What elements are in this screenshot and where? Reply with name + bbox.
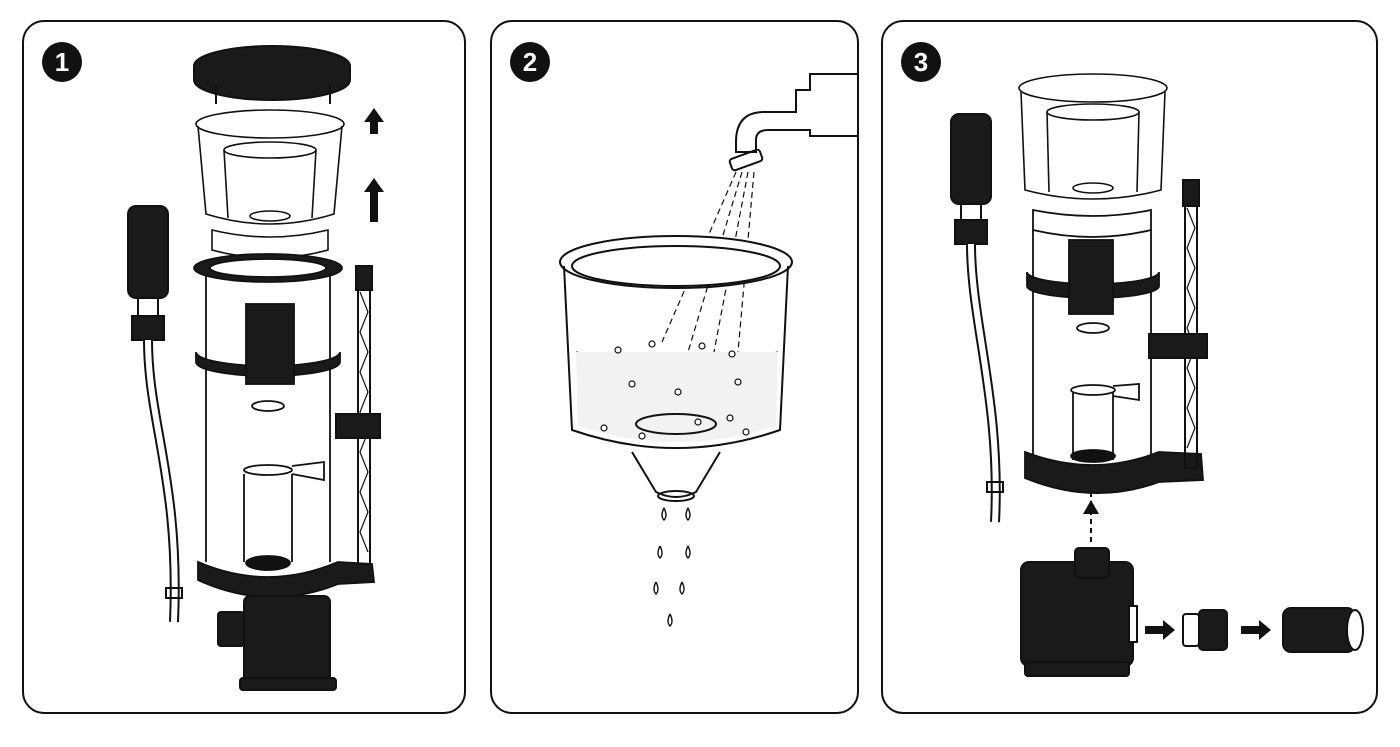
fitting-arrow-icon	[1145, 620, 1271, 640]
reaction-chamber-icon	[1024, 208, 1204, 494]
lift-arrow-icon	[364, 108, 384, 222]
pump-icon	[217, 595, 337, 691]
step-1-badge: 1	[42, 42, 82, 82]
rinsing-collection-cup-illustration	[559, 73, 857, 627]
pipe-fitting-icon	[1182, 609, 1228, 651]
faucet-icon	[728, 73, 857, 172]
insert-arrow-icon	[1083, 492, 1099, 542]
step-3-badge: 3	[901, 42, 941, 82]
reassembled-skimmer-illustration	[950, 73, 1364, 677]
step-2-badge: 2	[510, 42, 550, 82]
injector-pipe-icon	[1148, 179, 1208, 469]
lid-icon	[193, 45, 351, 104]
pipe-extension-icon	[1282, 607, 1364, 653]
disassembled-skimmer-illustration	[127, 45, 384, 691]
debris-icon	[600, 340, 750, 440]
collection-cup-icon	[559, 235, 793, 502]
air-silencer-icon	[950, 113, 1004, 523]
step-2-panel: 2	[490, 20, 859, 714]
step-3-panel: 3	[881, 20, 1378, 714]
step-1-panel: 1	[22, 20, 466, 714]
collection-cup-icon	[1018, 73, 1168, 200]
injector-pipe-icon	[335, 265, 381, 565]
reaction-chamber-icon	[193, 253, 375, 598]
pump-icon	[1020, 547, 1138, 677]
water-drops-icon	[653, 507, 691, 627]
air-silencer-icon	[127, 205, 183, 623]
collection-cup-icon	[195, 109, 345, 259]
